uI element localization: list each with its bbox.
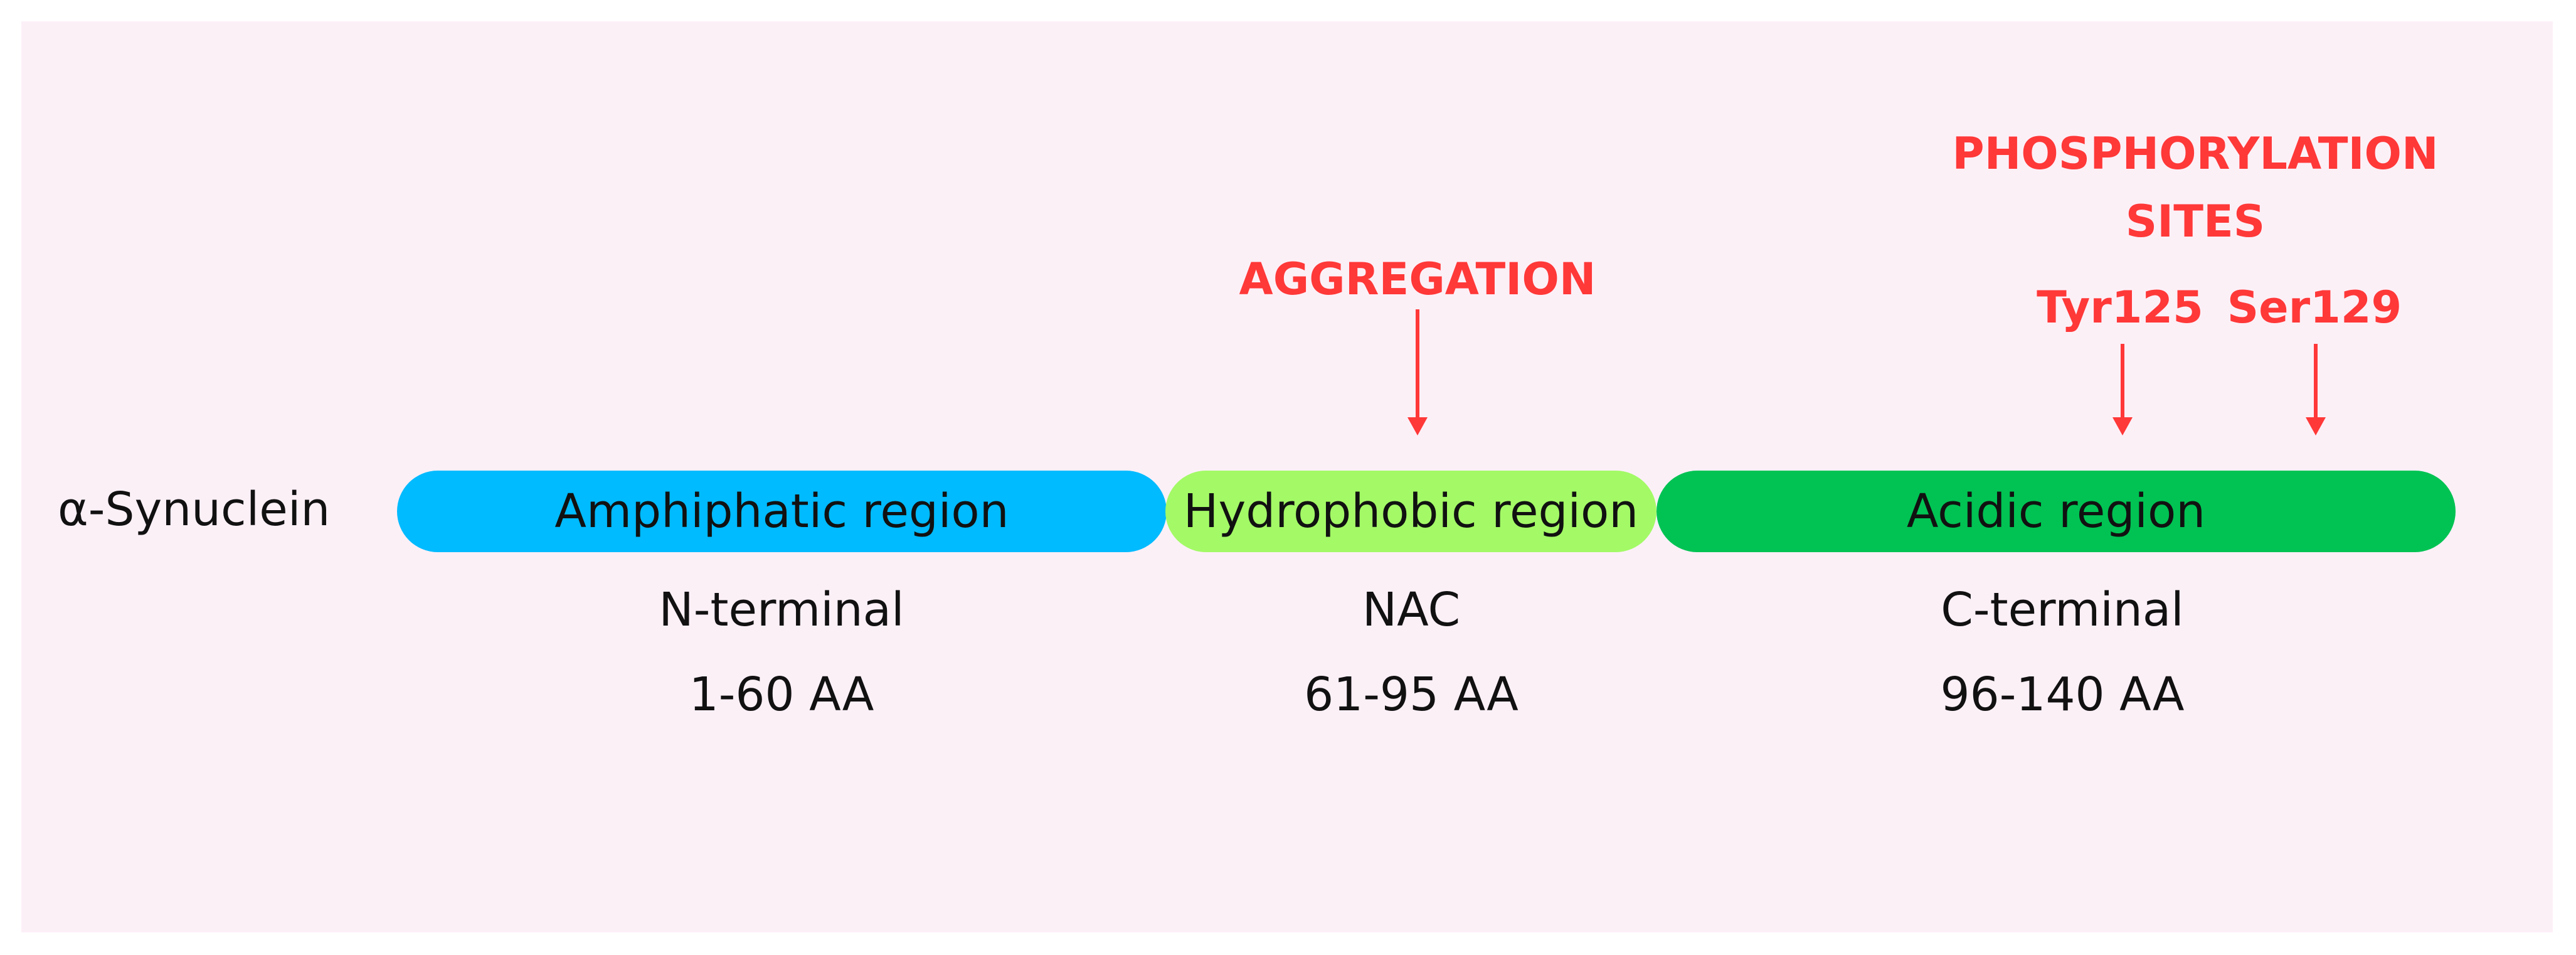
region-acidic-range: 96-140 AA xyxy=(1940,668,2185,722)
region-hydrophobic-range: 61-95 AA xyxy=(1304,668,1519,722)
region-amphiphatic-label: Amphiphatic region xyxy=(554,484,1009,538)
protein-name: α-Synuclein xyxy=(58,483,331,536)
site-ser129-label: Ser129 xyxy=(2227,282,2402,333)
phosphorylation-label-line2: SITES xyxy=(2125,196,2266,247)
site-tyr125-label: Tyr125 xyxy=(2037,282,2203,333)
aggregation-label: AGGREGATION xyxy=(1239,253,1596,305)
region-hydrophobic-terminal: NAC xyxy=(1362,583,1461,637)
region-acidic: Acidic region xyxy=(1656,471,2456,552)
region-amphiphatic-range: 1-60 AA xyxy=(689,668,874,722)
region-amphiphatic-terminal: N-terminal xyxy=(659,583,904,637)
region-acidic-terminal: C-terminal xyxy=(1941,583,2184,637)
region-amphiphatic: Amphiphatic region xyxy=(397,471,1167,552)
region-acidic-label: Acidic region xyxy=(1906,484,2206,538)
region-hydrophobic: Hydrophobic region xyxy=(1165,471,1656,552)
phosphorylation-label-line1: PHOSPHORYLATION xyxy=(1952,128,2439,179)
region-hydrophobic-label: Hydrophobic region xyxy=(1183,484,1639,538)
